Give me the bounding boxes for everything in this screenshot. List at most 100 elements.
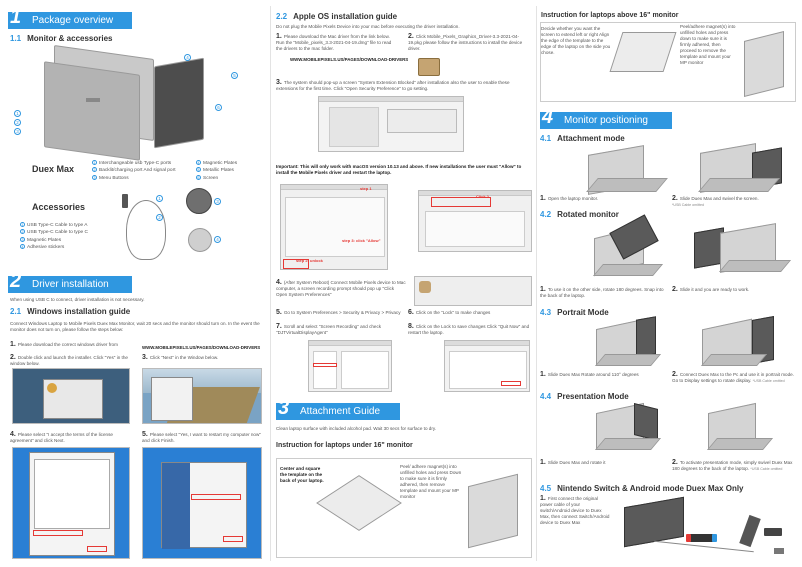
acc-callout-1: 1 (156, 195, 163, 202)
subsection-4-1-title: Attachment mode (557, 134, 625, 143)
win-license-screenshot (12, 447, 130, 559)
above-16-title: Instruction for laptops above 16" monito… (541, 12, 679, 19)
mac-quit-screenshot (444, 340, 530, 392)
mac-privacy-screenshot (308, 340, 392, 392)
mac-step-3-text: The system should pop-up a screen "Syste… (276, 80, 510, 91)
win-step-1-text: Please download the correct windows driv… (17, 342, 118, 347)
attach-step-2-text: Slide Duex Max and swivel the screen. (679, 196, 759, 201)
mac-step-8-text: Click on the Lock to save changes Click … (408, 324, 530, 335)
important-note: Important: This will only work with macO… (276, 164, 522, 175)
subsection-1-1-number: 1.1 (10, 34, 22, 43)
acc-callout-4: 4 (214, 236, 221, 243)
callout-1: 1 (14, 110, 21, 117)
above-16-laptop-illustration (744, 31, 784, 97)
win-setup-screenshot (142, 368, 262, 424)
mac-step-5-text: Go to System Preferences > Security & Pr… (283, 310, 401, 315)
mac-step-5: 5.Go to System Preferences > Security & … (276, 309, 401, 316)
win-step-4: 4.Please select "I accept the terms of t… (10, 431, 113, 443)
under-16-title: Instruction for laptops under 16" monito… (276, 442, 413, 449)
section-1-header: 1 Package overview (8, 7, 132, 29)
laptop-back-illustration (468, 473, 518, 549)
step-3-tag: step 3: click "Allow" (342, 238, 381, 243)
presentation-step-1-text: Slide Duex Max and rotate it (547, 460, 606, 465)
above-16-text: Decide whether you want the screen to ex… (541, 26, 611, 55)
magnetic-plate-illustration (186, 188, 212, 214)
subsection-2-2-number: 2.2 (276, 12, 288, 21)
above-16-text-2: Peel/adhere magnet(s) into unfilled hole… (680, 24, 736, 65)
attachment-illus-2 (690, 143, 790, 194)
portrait-step-2: 2.Connect Duex Max to the Pc and use it … (672, 371, 794, 383)
presentation-step-2-text: To activate presentation mode, simply sw… (672, 460, 793, 471)
column-divider-1 (270, 6, 271, 561)
rotated-step-1: 1.To use it on the other side, rotate 18… (540, 286, 664, 298)
callout-6: 6 (215, 104, 222, 111)
rotated-step-2: 2.Slide it and you are ready to work. (672, 286, 750, 293)
part-4: Magnetic Plates (203, 161, 238, 166)
mac-security-screenshot (280, 184, 388, 270)
accessory-4: Adhesive stickers (27, 245, 65, 251)
subsection-2-1-number: 2.1 (10, 307, 22, 316)
win-step-1: 1.Please download the correct windows dr… (10, 341, 118, 348)
subsection-2-2-title: Apple OS installation guide (293, 12, 398, 21)
win-step-4-text: Please select "I accept the terms of the… (10, 432, 113, 443)
restart-highlight (191, 494, 241, 500)
accessory-2: USB Type-C Cable to type C (27, 230, 88, 236)
part-1: Interchangeable usb Type-C ports (99, 161, 172, 166)
subsection-4-4-number: 4.4 (540, 392, 552, 401)
mac-step-8: 8.Click on the Lock to save changes Clic… (408, 323, 530, 335)
subsection-4-5-title: Nintendo Switch & Android mode Duex Max … (557, 484, 744, 493)
mac-extension-screenshot (318, 96, 464, 152)
rotated-illus-2 (690, 223, 792, 282)
cable-illustration (118, 190, 178, 260)
subsection-4-2-number: 4.2 (540, 210, 552, 219)
mac-driver-url[interactable]: WWW.MOBILEPIXELS.US/PAGES/DOWNLOAD-DRIVE… (290, 57, 409, 62)
rotated-illus-1 (580, 214, 670, 282)
portrait-step-1: 1.Slide Duex Max Rotate around 110° degr… (540, 371, 639, 378)
part-5: Metallic Plates (203, 168, 234, 174)
peel-text: Peel/ adhere magnet(s) into unfilled hol… (400, 464, 462, 499)
attachment-illus-1 (582, 145, 672, 195)
attach-step-2-note: *USB Cable omitted (672, 203, 704, 207)
section-4-number: 4 (542, 106, 554, 128)
section-2-intro: When using USB C to connect, driver inst… (10, 297, 145, 302)
attach-step-1: 1.Open the laptop monitor. (540, 195, 599, 202)
callout-2: 2 (14, 119, 21, 126)
mac-step-6-text: Click on the "Lock" to make changes (415, 310, 491, 315)
portrait-step-1-text: Slide Duex Max Rotate around 110° degree… (547, 372, 639, 377)
step-1-tag: step 1 (360, 186, 372, 191)
section-2-header: 2 Driver installation guide (8, 270, 132, 307)
win-uac-screenshot (12, 368, 130, 424)
subsection-4-1-number: 4.1 (540, 134, 552, 143)
subsection-2-2-text: Do not plug the Mobile Pixels Device int… (276, 24, 460, 29)
section-3-number: 3 (278, 397, 290, 419)
pkg-icon (418, 58, 440, 76)
win-driver-url[interactable]: WWW.MOBILEPIXELS.US/PAGES/DOWNLOAD-DRIVE… (142, 345, 261, 350)
step-2-dialog-tag: Click 2 (476, 194, 489, 199)
switch-step-1: 1.First connect the original power cable… (540, 495, 610, 525)
center-square-text: Center and square the template on the ba… (280, 466, 328, 484)
win-step-3: 3.Click "Next" in the Window below. (142, 354, 219, 361)
next-highlight (87, 546, 107, 552)
portrait-illus-1 (588, 316, 668, 370)
part-2: Backlit/charging port And signal port (99, 168, 176, 174)
subsection-4-4-title: Presentation Mode (557, 392, 629, 401)
mac-step-6: 6.Click on the "Lock" to make changes (408, 309, 491, 316)
section-3-title: Attachment Guide (300, 406, 381, 417)
logo-mark (86, 98, 100, 102)
presentation-illus-2 (696, 402, 786, 454)
monitor-illustration (36, 44, 236, 161)
mac-step-2-text: Click Mobile_Pixels_Graphics_Driver-3.3-… (408, 34, 523, 51)
section-4-title: Monitor positioning guide (564, 115, 648, 143)
sticker-illustration (188, 228, 212, 252)
accessory-1: USB Type-C Cable to type A (27, 223, 88, 228)
portrait-step-2-note: *USB Cable omitted (752, 379, 785, 383)
win-finish-screenshot (142, 447, 262, 559)
section-2-number: 2 (10, 270, 22, 292)
presentation-step-2: 2.To activate presentation mode, simply … (672, 459, 793, 471)
mac-step-7-text: Scroll and select "Screen Recording" and… (276, 324, 382, 335)
